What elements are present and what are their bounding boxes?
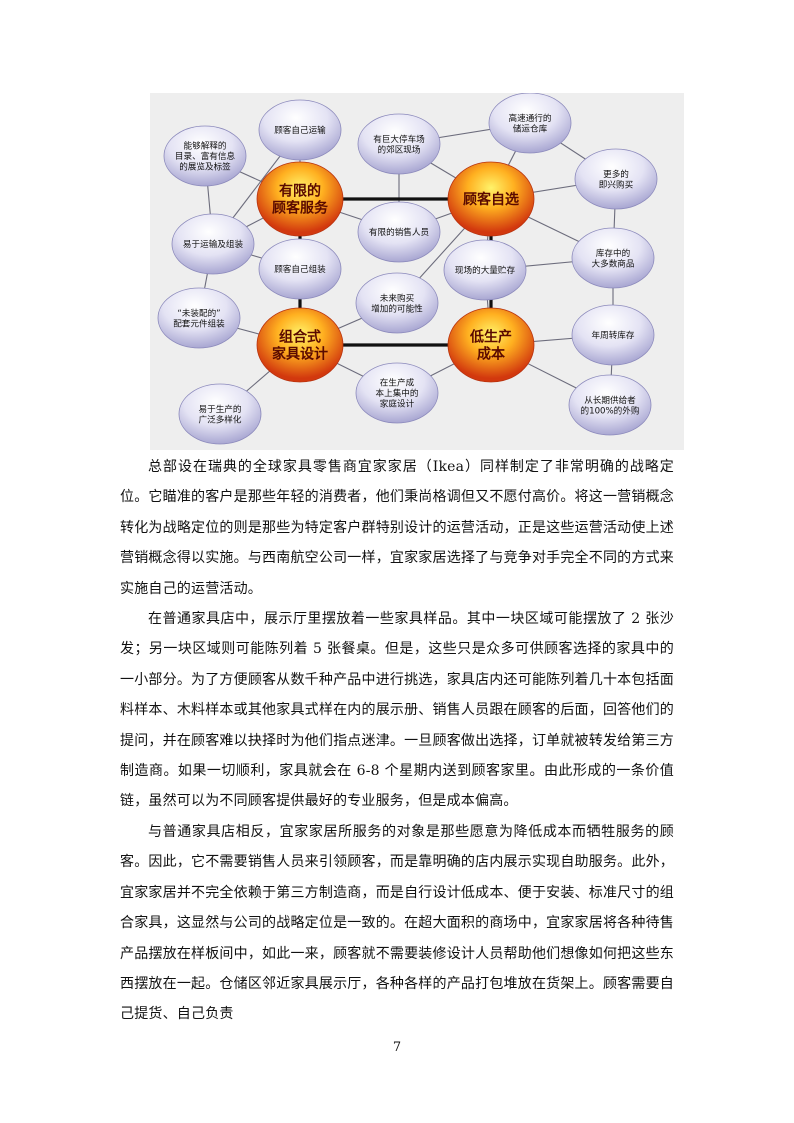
- hub-service-label: 顾客服务: [272, 200, 329, 217]
- node-catalog-label: 的展览及标签: [179, 161, 231, 173]
- node-highway-label: 储运仓库: [513, 122, 548, 134]
- hub-low_cost-label: 低生产: [469, 329, 512, 346]
- node-inventory-label: 大多数商品: [592, 257, 635, 269]
- node-transport_assemble: 易于运输及组装: [171, 213, 255, 275]
- node-unassembled-label: 配套元件组装: [173, 317, 225, 329]
- node-impulse-label: 更多的: [603, 168, 629, 180]
- node-self_transport-shape: [258, 99, 342, 161]
- node-suburb-label: 的郊区现场: [378, 143, 421, 155]
- node-longterm-label: 从长期供给者: [584, 394, 636, 406]
- node-limited_staff: 有限的销售人员: [357, 201, 441, 263]
- node-onsite_stock: 现场的大量贮存: [443, 239, 527, 301]
- hub-self_select-label: 顾客自选: [463, 191, 519, 208]
- body-text: 总部设在瑞典的全球家具零售商宜家家居（Ikea）同样制定了非常明确的战略定位。它…: [120, 452, 674, 1030]
- hub-self_select-shape: [447, 161, 535, 237]
- hub-low_cost-label: 成本: [477, 346, 506, 363]
- node-suburb-label: 有巨大停车场: [373, 133, 425, 145]
- node-unassembled-label: “未装配的”: [177, 307, 220, 319]
- node-inventory-shape: [571, 227, 655, 289]
- node-turnover: 年周转库存: [571, 304, 655, 366]
- node-future_buy-label: 未来购买: [380, 292, 415, 304]
- node-catalog-label: 能够解释的: [184, 140, 227, 152]
- node-suburb-shape: [357, 113, 441, 175]
- node-future_buy-shape: [355, 272, 439, 334]
- node-variety-label: 易于生产的: [199, 403, 242, 415]
- node-limited_staff-label: 有限的销售人员: [369, 226, 430, 238]
- paragraph: 总部设在瑞典的全球家具零售商宜家家居（Ikea）同样制定了非常明确的战略定位。它…: [120, 459, 674, 597]
- node-self_assemble: 顾客自己组装: [258, 238, 342, 300]
- node-unassembled-shape: [157, 287, 241, 349]
- node-home_design-label: 本上集中的: [376, 387, 419, 399]
- hub-self_select: 顾客自选: [447, 161, 535, 237]
- node-self_assemble-label: 顾客自己组装: [274, 263, 326, 275]
- hub-modular-label: 家具设计: [272, 346, 328, 363]
- activity-system-diagram: 能够解释的目录、富有信息的展览及标签顾客自己运输有巨大停车场的郊区现场高速通行的…: [157, 93, 658, 445]
- node-transport_assemble-label: 易于运输及组装: [183, 238, 244, 250]
- node-onsite_stock-shape: [443, 239, 527, 301]
- node-onsite_stock-label: 现场的大量贮存: [455, 264, 516, 276]
- node-catalog-shape: [163, 125, 247, 187]
- hub-service-label: 有限的: [279, 183, 321, 200]
- hub-low_cost-shape: [447, 307, 535, 383]
- node-longterm-shape: [568, 374, 652, 436]
- node-inventory-label: 库存中的: [596, 247, 630, 259]
- page-number: 7: [392, 1040, 402, 1055]
- node-longterm-label: 的100%的外购: [581, 404, 640, 416]
- node-highway-shape: [488, 93, 572, 154]
- node-future_buy-label: 增加的可能性: [371, 302, 423, 314]
- node-catalog-label: 目录、富有信息: [175, 150, 236, 162]
- node-home_design-shape: [355, 362, 439, 424]
- node-variety-label: 广泛多样化: [199, 413, 242, 425]
- paragraph: 在普通家具店中，展示厅里摆放着一些家具样品。其中一块区域可能摆放了 2 张沙发；…: [120, 611, 674, 810]
- node-self_transport-label: 顾客自己运输: [274, 124, 326, 136]
- hub-service-shape: [256, 161, 344, 237]
- node-variety-shape: [178, 383, 262, 445]
- hub-modular-shape: [256, 307, 344, 383]
- node-turnover-shape: [571, 304, 655, 366]
- node-home_design-label: 家庭设计: [380, 398, 415, 410]
- node-unassembled: “未装配的”配套元件组装: [157, 287, 241, 349]
- node-impulse-label: 即兴购买: [599, 178, 634, 190]
- activity-system-map: 能够解释的目录、富有信息的展览及标签顾客自己运输有巨大停车场的郊区现场高速通行的…: [150, 93, 684, 450]
- node-self_transport: 顾客自己运输: [258, 99, 342, 161]
- hub-modular-label: 组合式: [279, 329, 321, 346]
- node-turnover-label: 年周转库存: [592, 329, 635, 341]
- node-impulse-shape: [574, 148, 658, 210]
- node-home_design-label: 在生产成: [380, 377, 415, 389]
- paragraph: 与普通家具店相反，宜家家居所服务的对象是那些愿意为降低成本而牺牲服务的顾客。因此…: [120, 823, 674, 1023]
- node-highway-label: 高速通行的: [509, 112, 552, 124]
- node-self_assemble-shape: [258, 238, 342, 300]
- node-limited_staff-shape: [357, 201, 441, 263]
- node-transport_assemble-shape: [171, 213, 255, 275]
